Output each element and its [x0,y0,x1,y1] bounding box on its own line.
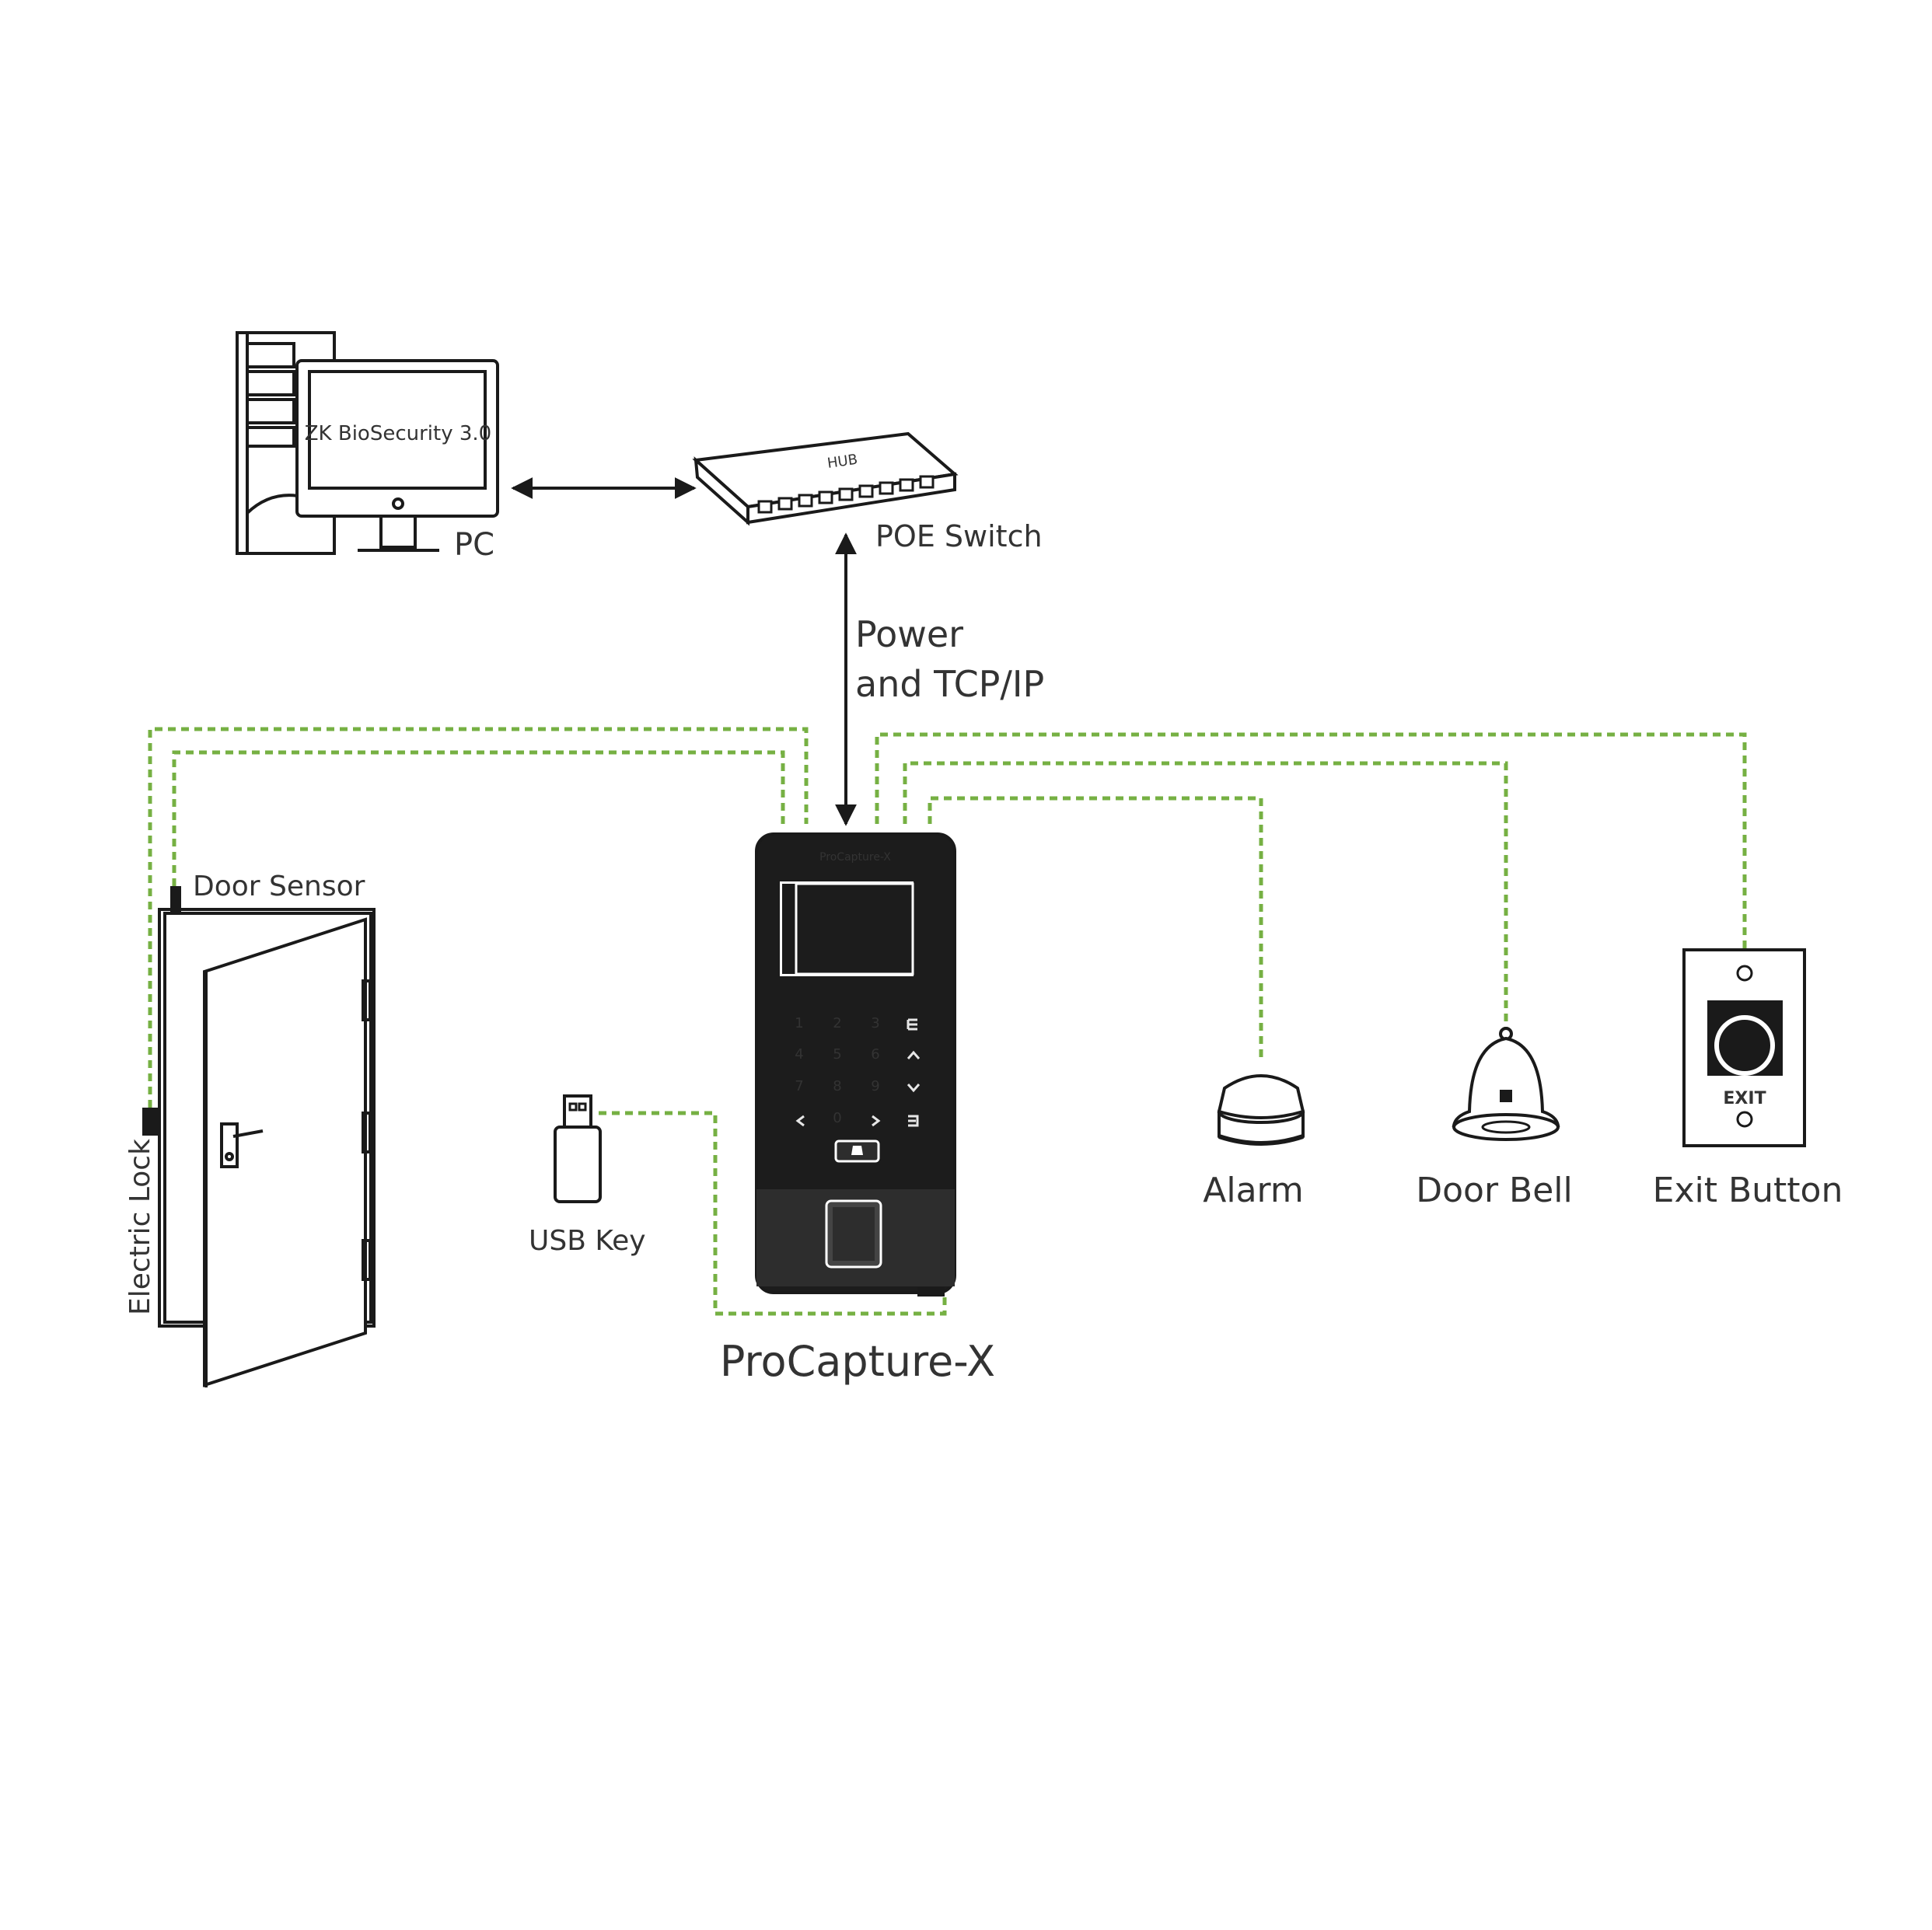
link-label-line1: Power [855,613,963,655]
key-2: 2 [833,1015,841,1031]
key-7: 7 [795,1078,803,1094]
electric-lock-label: Electric Lock [124,1139,156,1315]
key-8: 8 [833,1078,841,1094]
doorbell-device [1452,1027,1560,1141]
alarm-device [1217,1074,1305,1146]
key-4: 4 [795,1046,803,1063]
key-1: 1 [795,1015,803,1031]
up-icon [907,1050,921,1059]
electric-lock-block [142,1108,158,1136]
doorbell-label: Door Bell [1416,1171,1573,1210]
back-icon [795,1115,805,1127]
key-6: 6 [871,1046,879,1063]
key-5: 5 [833,1046,841,1063]
wire-usb-key [599,1111,947,1316]
device-nav-icons [795,1018,921,1127]
wire-door-sensor [172,750,785,886]
usb-key-device [554,1094,602,1203]
alarm-label: Alarm [1203,1171,1303,1210]
pc-screen-text: ZK BioSecurity 3.0 [305,422,491,445]
device-brand-text: ProCapture-X [819,851,891,864]
link-label-line2: and TCP/IP [855,663,1044,705]
procapture-device [755,832,956,1297]
key-0: 0 [833,1110,841,1126]
poe-switch [692,431,959,526]
pc-label: PC [454,527,494,563]
device-label: ProCapture-X [720,1337,995,1386]
exit-button-device [1682,948,1806,1147]
key-3: 3 [871,1015,879,1031]
wire-electric-lock [148,727,809,1108]
ok-icon [908,1115,919,1127]
pc [236,331,499,555]
usb-key-label: USB Key [529,1225,646,1257]
exit-button-label: Exit Button [1653,1171,1843,1210]
switch-ports [757,475,935,514]
forward-icon [872,1115,881,1127]
wires [148,727,1747,1316]
switch-label: POE Switch [875,519,1043,553]
door [158,908,376,1387]
exit-plate-text: EXIT [1723,1089,1766,1108]
door-handle [220,1122,264,1168]
door-sensor-block [170,886,181,914]
menu-icon [907,1018,917,1031]
door-sensor-label: Door Sensor [193,871,365,902]
key-9: 9 [871,1078,879,1094]
wire-door-bell [903,761,1508,1030]
wire-exit-button [875,732,1747,948]
down-icon [907,1084,921,1093]
device-keypad: 1 2 3 4 5 6 7 8 9 0 [795,1015,879,1126]
wire-alarm [928,796,1263,1061]
pc-monitor [295,359,499,552]
